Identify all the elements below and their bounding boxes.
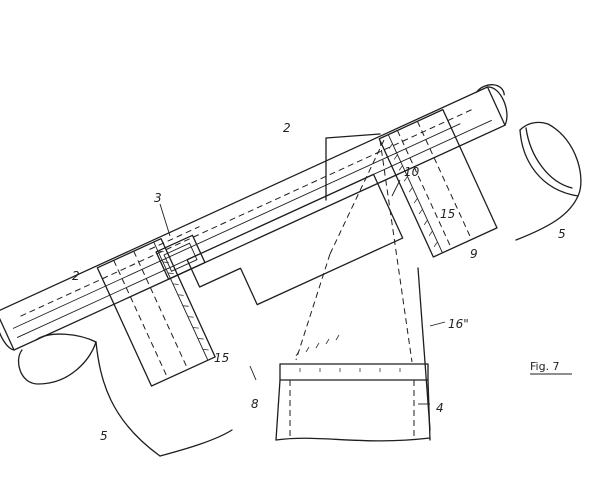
left-clamp-hidden-1	[113, 260, 169, 379]
hinge-hidden	[149, 226, 200, 250]
left-tube-lower-edge	[95, 341, 161, 457]
post-foot-left	[275, 379, 281, 441]
label-15-left: 15	[214, 351, 229, 365]
leader-8	[249, 365, 257, 381]
label-15-right: 15	[440, 207, 455, 221]
leader-3	[159, 203, 171, 237]
post-hidden-diag	[329, 139, 385, 255]
post-hidden-left	[295, 253, 331, 361]
figure-caption: Fig. 7	[530, 360, 560, 373]
left-clamp	[96, 238, 216, 387]
post-foot-right	[427, 379, 431, 441]
rail-left-end	[0, 311, 15, 351]
hinge-block-3	[155, 234, 206, 280]
brace-teeth	[295, 334, 340, 357]
right-clamp-teeth	[388, 143, 438, 247]
left-tube	[17, 333, 233, 457]
left-clamp-body	[96, 238, 216, 387]
left-tube-bottom	[159, 429, 233, 457]
label-4: 4	[436, 401, 444, 415]
label-3: 3	[154, 191, 162, 205]
post-right-edge	[417, 267, 431, 431]
label-10: 10	[404, 165, 420, 179]
post-top-edge	[325, 133, 381, 139]
rail-right-end	[486, 86, 508, 126]
right-tube-end	[519, 121, 582, 197]
label-16: 16"	[448, 317, 469, 331]
bracket-9	[186, 173, 404, 306]
post-foot-break	[275, 437, 431, 442]
rail-beam	[0, 84, 508, 387]
label-9: 9	[470, 247, 478, 261]
rail-inner-line-2	[12, 123, 461, 329]
left-clamp-edge	[153, 241, 209, 361]
label-5-left: 5	[100, 429, 108, 443]
right-tube-cut-inner	[525, 127, 573, 189]
right-clamp-hidden-2	[416, 121, 472, 240]
rail-right-lip	[475, 84, 505, 96]
upright-post	[275, 133, 431, 442]
left-clamp-teeth	[157, 250, 209, 351]
left-clamp-hidden-2	[133, 250, 189, 370]
post-foot-plate	[279, 363, 429, 381]
leader-10	[391, 179, 401, 197]
leader-16	[429, 321, 446, 327]
foot-teeth	[299, 368, 401, 372]
left-tube-end-curve	[17, 341, 97, 385]
right-tube	[515, 121, 582, 241]
right-tube-lower	[515, 195, 579, 241]
hinge-block-inner	[163, 242, 198, 272]
leader-lines	[159, 179, 446, 405]
left-tube-rim	[35, 333, 97, 343]
rail-hidden-line	[20, 107, 476, 317]
label-8: 8	[251, 397, 259, 411]
label-2-left: 2	[72, 269, 80, 283]
right-clamp-body	[378, 109, 498, 258]
post-hidden-right	[379, 139, 413, 363]
right-clamp-hidden-1	[396, 130, 452, 249]
label-5-right: 5	[558, 227, 566, 241]
right-clamp-edge	[387, 134, 443, 254]
right-tube-cut-outer	[519, 129, 579, 197]
right-clamp	[378, 109, 498, 258]
label-2-upper: 2	[283, 121, 291, 135]
